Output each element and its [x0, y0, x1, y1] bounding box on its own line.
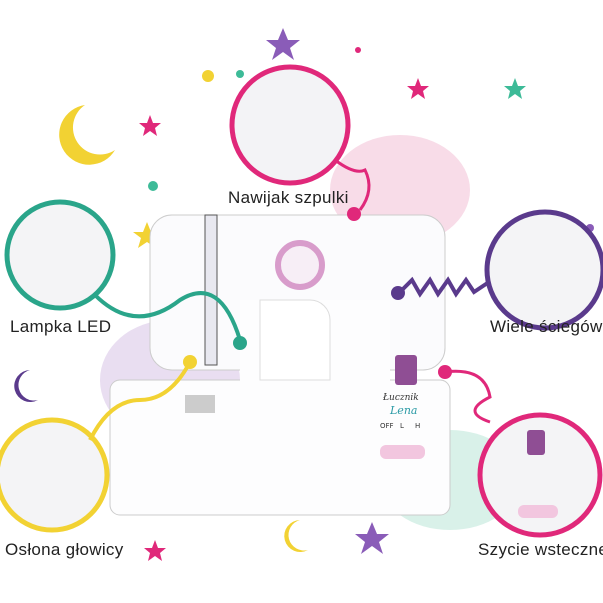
- switch-l-label: L: [400, 422, 404, 430]
- connector-dot: [183, 355, 197, 369]
- connector-line: [93, 291, 242, 341]
- star-icon: [144, 540, 166, 561]
- star-icon: [355, 522, 389, 554]
- dot: [236, 70, 244, 78]
- connector-line: [334, 158, 371, 211]
- sewing-machine: [109, 214, 451, 516]
- moon-icon: [14, 370, 38, 402]
- connector-line: [444, 369, 492, 424]
- switch-off-label: OFF: [380, 422, 394, 430]
- callout-circle-led-lamp: [4, 199, 116, 311]
- star-icon: [266, 28, 300, 60]
- brand-logo: Łucznik: [383, 393, 419, 403]
- callout-circle-head-cover: [0, 417, 110, 533]
- label-head-cover: Osłona głowicy: [5, 540, 124, 559]
- connector-dot: [438, 365, 452, 379]
- dot: [148, 181, 158, 191]
- switch-h-label: H: [415, 422, 421, 430]
- callout-circle-reverse-sewing: [477, 412, 603, 538]
- model-name: Lena: [390, 404, 418, 417]
- callout-circle-many-stitches: [484, 209, 603, 331]
- callout-circle-bobbin-winder: [229, 64, 351, 186]
- dot: [355, 47, 361, 53]
- connector-line: [88, 361, 192, 441]
- connector-dot: [391, 286, 405, 300]
- star-icon: [504, 78, 526, 99]
- star-icon: [407, 78, 429, 99]
- dot: [202, 70, 214, 82]
- moon-icon: [59, 105, 115, 165]
- label-reverse-sewing: Szycie wsteczne: [478, 540, 603, 559]
- connector-line: [398, 276, 491, 298]
- label-led-lamp: Lampka LED: [10, 317, 112, 336]
- speed-switch: [518, 505, 558, 518]
- label-bobbin-winder: Nawijak szpulki: [228, 188, 349, 207]
- connector-dot: [233, 336, 247, 350]
- reverse-lever: [527, 430, 545, 455]
- star-icon: [139, 115, 161, 136]
- moon-icon: [284, 520, 308, 552]
- connector-dot: [347, 207, 361, 221]
- label-many-stitches: Wiele ściegów: [490, 317, 603, 336]
